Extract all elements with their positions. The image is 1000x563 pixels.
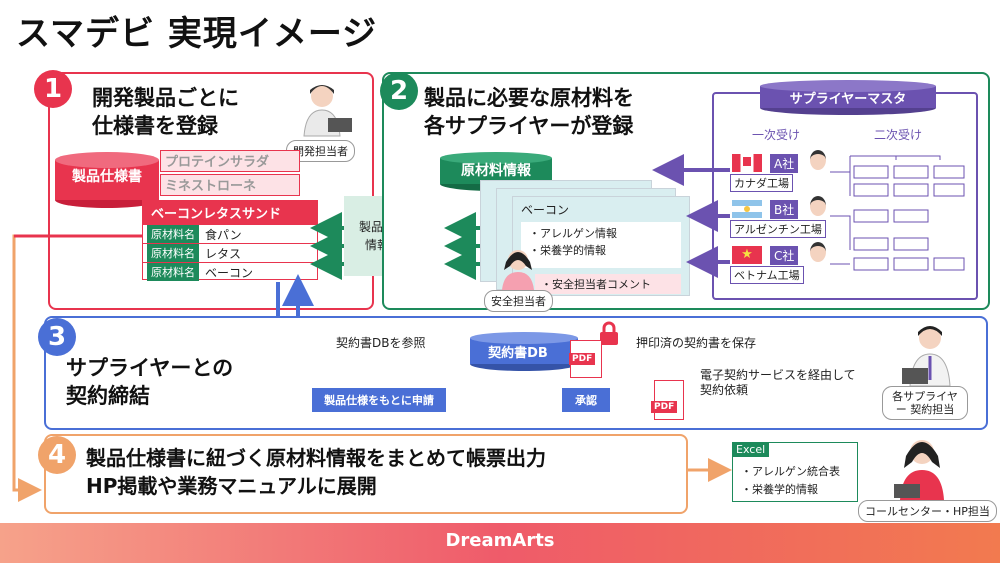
panel-step-4: [44, 434, 688, 514]
supplier-contract-icon: [902, 326, 951, 387]
spec-sheet-back1[interactable]: ミネストローネ: [160, 174, 300, 196]
spec-row[interactable]: 原材料名ベーコン: [143, 262, 317, 281]
spec-row-key: 原材料名: [147, 263, 199, 281]
supplier-row[interactable]: A社カナダ工場: [730, 150, 830, 192]
step-4-number: 4: [38, 436, 76, 474]
callcenter-label: コールセンター・HP担当: [858, 500, 997, 522]
contract-db-icon: [470, 332, 578, 371]
supplier-row[interactable]: B社アルゼンチン工場: [730, 196, 830, 238]
pdf-icon-flow: PDF: [651, 380, 684, 420]
material-card-front[interactable]: ベーコン ・アレルゲン情報 ・栄養学的情報 ・安全担当者コメント: [512, 196, 690, 296]
supplier-row[interactable]: ★ C社ベトナム工場: [730, 242, 830, 284]
developer-icon: [303, 85, 352, 137]
footer-bar: [0, 523, 1000, 563]
excel-item-allergen: ・アレルゲン統合表: [741, 465, 840, 478]
approve-button[interactable]: 承認: [562, 388, 610, 412]
supplier-avatar-icon: [810, 242, 826, 262]
brand-logo: DreamArts: [445, 530, 555, 551]
safety-officer-icon: [502, 250, 534, 290]
e-contract-label: 電子契約サービスを経由して 契約依頼: [700, 368, 856, 397]
material-name: ベーコン: [521, 203, 570, 217]
spec-row-key: 原材料名: [147, 225, 199, 243]
spec-sheet-back2-label: プロテインサラダ: [165, 155, 270, 170]
step-4-title-line1: 製品仕様書に紐づく原材料情報をまとめて帳票出力: [86, 446, 546, 470]
supplier-factory: ベトナム工場: [730, 266, 804, 284]
supplier-master-title: サプライヤーマスタ: [789, 92, 907, 107]
pdf-label-flow: PDF: [651, 401, 678, 413]
supplier-contract-text: 各サプライヤー 契約担当: [892, 390, 958, 416]
page-title: スマデビ 実現イメージ: [16, 14, 378, 54]
spec-row-value: ベーコン: [205, 265, 254, 280]
spec-db-label: 製品仕様書: [72, 169, 142, 185]
spec-row-value: レタス: [205, 246, 242, 261]
callcenter-icon: [894, 440, 944, 500]
step-2-title: 製品に必要な原材料を 各サプライヤーが登録: [424, 84, 634, 140]
contract-db-label: 契約書DB: [488, 346, 548, 361]
apply-button[interactable]: 製品仕様をもとに申請: [312, 388, 446, 412]
spec-row-key: 原材料名: [147, 244, 199, 262]
step-1-title: 開発製品ごとに 仕様書を登録: [92, 84, 239, 140]
spec-sheet-front[interactable]: ベーコンレタスサンド 原材料名食パン原材料名レタス原材料名ベーコン: [142, 200, 318, 281]
material-info-box: ・アレルゲン情報 ・栄養学的情報: [521, 222, 681, 268]
supplier-name: A社: [770, 154, 799, 173]
flag-icon: [732, 154, 762, 172]
supplier-name: C社: [770, 246, 799, 265]
supplier-factory: アルゼンチン工場: [730, 220, 826, 238]
spec-row-value: 食パン: [205, 227, 242, 242]
col-secondary-label: 二次受け: [874, 128, 923, 142]
contract-save-label: 押印済の契約書を保存: [636, 336, 757, 350]
secondary-suppliers-grid: [830, 155, 965, 271]
step-3-number: 3: [38, 318, 76, 356]
supplier-factory: カナダ工場: [730, 174, 793, 192]
material-safety-comment: ・安全担当者コメント: [535, 274, 681, 294]
supplier-avatar-icon: [810, 196, 826, 216]
col-primary-label: 一次受け: [752, 128, 801, 142]
contract-refer-label: 契約書DBを参照: [336, 336, 426, 350]
flag-icon: [732, 200, 762, 218]
step-4-title: 製品仕様書に紐づく原材料情報をまとめて帳票出力 HP掲載や業務マニュアルに展開: [86, 444, 546, 500]
supplier-name: B社: [770, 200, 799, 219]
developer-avatar: [296, 80, 354, 144]
spec-row[interactable]: 原材料名食パン: [143, 224, 317, 243]
excel-item-nutrition: ・栄養学的情報: [741, 483, 818, 496]
step-4-title-line2: HP掲載や業務マニュアルに展開: [86, 474, 377, 498]
developer-label: 開発担当者: [286, 140, 355, 162]
step-2-number: 2: [380, 72, 418, 110]
step-3-title-line2: 契約締結: [66, 384, 150, 408]
supplier-master-db-icon: [760, 80, 936, 115]
step-2-title-line1: 製品に必要な原材料を: [424, 86, 634, 110]
safety-officer-label: 安全担当者: [484, 290, 553, 312]
excel-tag: Excel: [732, 442, 770, 457]
spec-db-icon: [55, 152, 159, 208]
step-1-title-line1: 開発製品ごとに: [92, 86, 239, 110]
supplier-contract-label: 各サプライヤー 契約担当: [882, 386, 968, 420]
step-3-title: サプライヤーとの 契約締結: [66, 354, 233, 410]
material-db-label: 原材料情報: [461, 163, 531, 179]
pdf-icon-db: PDF: [569, 340, 602, 378]
excel-output[interactable]: Excel ・アレルゲン統合表 ・栄養学的情報: [732, 442, 858, 502]
supplier-avatar-icon: [810, 150, 826, 170]
material-item-nutrition: ・栄養学的情報: [529, 244, 606, 257]
spec-row[interactable]: 原材料名レタス: [143, 243, 317, 262]
material-item-allergen: ・アレルゲン情報: [529, 227, 617, 240]
spec-sheet-back1-label: ミネストローネ: [165, 179, 257, 194]
pdf-label-db: PDF: [569, 353, 596, 365]
step-3-title-line1: サプライヤーとの: [66, 356, 234, 380]
step-2-title-line2: 各サプライヤーが登録: [424, 114, 634, 138]
flag-icon: ★: [732, 246, 762, 264]
step-1-number: 1: [34, 70, 72, 108]
step-1-title-line2: 仕様書を登録: [92, 114, 218, 138]
spec-sheet-front-title: ベーコンレタスサンド: [143, 201, 317, 224]
spec-sheet-back2[interactable]: プロテインサラダ: [160, 150, 300, 172]
lock-icon: [600, 321, 618, 345]
